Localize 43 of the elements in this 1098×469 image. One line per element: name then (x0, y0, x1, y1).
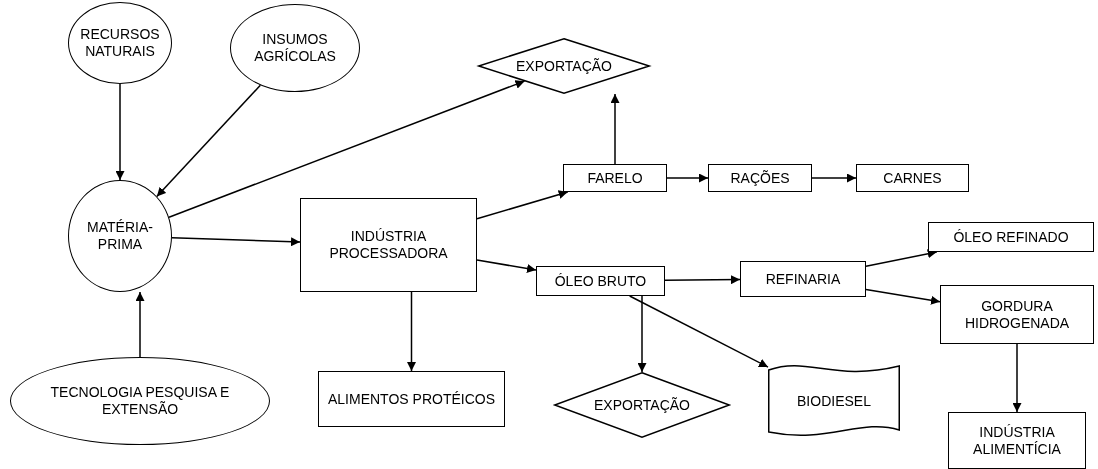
node-label: REFINARIA (765, 270, 841, 288)
arrow (171, 237, 301, 247)
node-label: CARNES (883, 169, 942, 187)
arrow (664, 275, 741, 285)
node-label: ALIMENTOS PROTÉICOS (328, 390, 495, 408)
process-box (740, 261, 866, 297)
process-box (563, 164, 667, 192)
arrow (1012, 343, 1022, 413)
process-box (940, 285, 1094, 344)
arrow (811, 173, 857, 183)
arrow (407, 291, 416, 372)
process-box (536, 266, 665, 296)
process-box (708, 164, 812, 192)
arrow (628, 295, 769, 368)
node-label: MATÉRIA-PRIMA (86, 219, 154, 253)
process-box (300, 198, 477, 292)
node-label: ÓLEO REFINADO (953, 228, 1069, 246)
arrow (476, 259, 537, 273)
arrow (476, 190, 569, 220)
node-label: INSUMOS AGRÍCOLAS (253, 31, 337, 65)
node-label: TECNOLOGIA PESQUISA E EXTENSÃO (49, 384, 231, 418)
node-label: FARELO (587, 169, 643, 187)
node-label: RECURSOS NATURAIS (80, 26, 160, 60)
arrow (666, 173, 709, 183)
arrow (156, 84, 262, 198)
arrow (168, 80, 526, 218)
node-label: INDÚSTRIA PROCESSADORA (328, 228, 449, 262)
arrow (610, 93, 620, 165)
node-label: ÓLEO BRUTO (554, 272, 647, 290)
arrow (135, 291, 145, 358)
arrow (865, 288, 941, 305)
node-label: EXPORTAÇÃO (594, 396, 690, 414)
process-box (928, 222, 1094, 252)
node-label: BIODIESEL (797, 392, 871, 410)
node-label: RAÇÕES (730, 169, 790, 187)
node-label: EXPORTAÇÃO (516, 57, 612, 75)
process-box (948, 412, 1086, 469)
arrow (115, 83, 125, 181)
process-box (318, 371, 505, 427)
arrow (637, 295, 647, 373)
node-label: INDÚSTRIA ALIMENTÍCIA (972, 423, 1062, 458)
process-box (856, 164, 969, 192)
node-label: GORDURA HIDROGENADA (963, 297, 1071, 332)
